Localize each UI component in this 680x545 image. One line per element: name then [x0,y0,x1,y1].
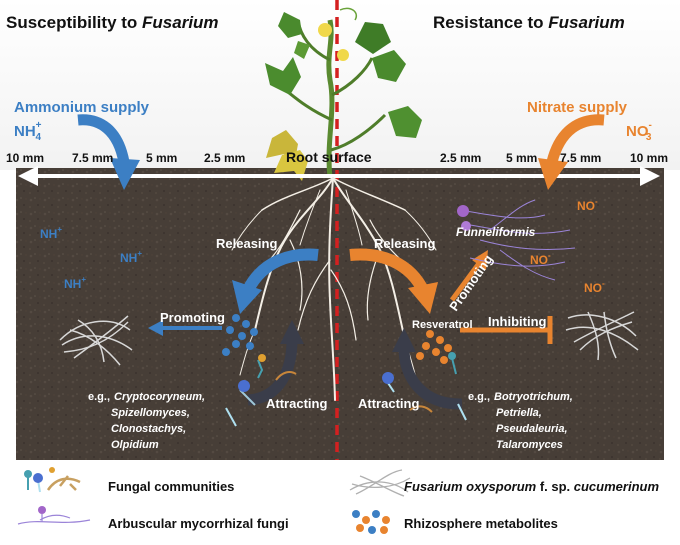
eg-label-right: e.g.,Botryotrichum, [468,391,573,403]
soil-shade [16,168,664,460]
root-system-icon [231,177,437,401]
soil-no3-ion-3: NO- [584,279,605,295]
legend-fungal-icon [24,467,81,493]
legend-fusarium-icon [349,469,411,497]
genus-left-3: Clonostachys, [111,423,186,435]
releasing-arrow-left [232,248,319,314]
fusarium-hyphae-icon [565,311,639,361]
genus-right-4: Talaromyces [496,439,563,451]
ammonium-supply-label: Ammonium supply [14,99,150,116]
scale-left-5mm: 5 mm [146,151,177,165]
soil-nh4-ion-1: NH+ [40,225,62,241]
metabolite-cluster-left [222,314,258,356]
releasing-label-left: Releasing [216,236,277,251]
promoting-label-left: Promoting [160,310,225,325]
legend-fusarium-label: Fusarium oxysporum f. sp. cucumerinum [404,479,659,494]
legend-amf-icon [17,506,91,525]
root-surface-label: Root surface [286,149,372,165]
header-susceptibility: Susceptibility to Fusarium [6,13,219,32]
fusarium-hyphae-icon [59,315,133,366]
soil-no3-ion-1: NO- [577,197,598,213]
inhibiting-label-right: Inhibiting [488,314,547,329]
attracting-label-right: Attracting [358,396,419,411]
scale-right-7-5mm: 7.5 mm [560,151,601,165]
attracting-arrow-left [247,320,304,406]
amf-hyphae-icon [457,199,576,281]
funneliformis-label: Funneliformis [456,225,536,239]
genus-right-3: Pseudaleuria, [496,423,568,435]
ammonium-ion-label: NH+4 [14,120,42,143]
soil-nh4-ion-3: NH+ [64,275,86,291]
fungal-community-icon [225,352,467,427]
promoting-arrow-left [148,320,222,336]
attracting-label-left: Attracting [266,396,327,411]
header-resistance: Resistance to Fusarium [433,13,625,32]
inhibiting-arrow-right [460,316,553,344]
soil-no3-ion-2: NO- [530,251,551,267]
nitrate-supply-label: Nitrate supply [527,99,628,116]
releasing-arrow-right [349,248,438,314]
cucumber-plant-icon [265,7,422,181]
genus-left-4: Olpidium [111,439,159,451]
legend-metabolites-label: Rhizosphere metabolites [404,516,558,531]
soil-nh4-ion-2: NH+ [120,249,142,265]
scale-left-7-5mm: 7.5 mm [72,151,113,165]
legend: Fungal communities Arbuscular mycorrhiza… [17,467,659,534]
metabolite-cluster-right [416,330,452,364]
legend-fungal-label: Fungal communities [108,479,234,494]
attracting-arrow-right [392,328,463,410]
scale-left-2-5mm: 2.5 mm [204,151,245,165]
scale-right-10mm: 10 mm [630,151,668,165]
metabolite-dots-icon [352,510,390,534]
releasing-label-right: Releasing [374,236,435,251]
soil-area [16,168,664,460]
resveratrol-label: Resveratrol [412,319,473,331]
genus-left-2: Spizellomyces, [111,407,190,419]
legend-amf-label: Arbuscular mycorrhizal fungi [108,516,289,531]
eg-label-left: e.g.,Cryptocoryneum, [88,391,205,403]
scale-right-2-5mm: 2.5 mm [440,151,481,165]
ammonium-supply-arrow [77,114,140,190]
nitrate-supply-arrow [538,114,605,190]
scale-right-5mm: 5 mm [506,151,537,165]
scale-left-10mm: 10 mm [6,151,44,165]
genus-right-2: Petriella, [496,407,542,419]
nitrate-ion-label: NO-3 [626,120,652,143]
